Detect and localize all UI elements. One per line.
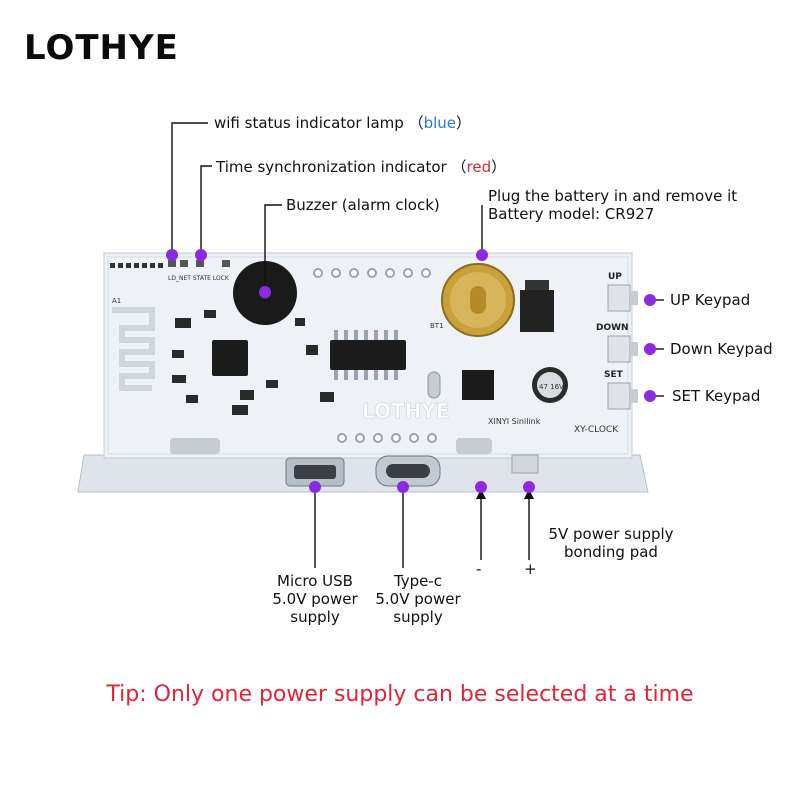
time-sync-leader: [200, 165, 212, 254]
silk-down: DOWN: [596, 323, 629, 333]
label-time-sync: Time synchronization indicator （red）: [216, 158, 506, 176]
board-edge: [77, 454, 649, 493]
label-time-sync-color: red: [466, 158, 492, 176]
mcu-chip: [212, 340, 248, 376]
label-bonding-pad-line2: bonding pad: [564, 543, 658, 561]
label-micro-usb-line2: 5.0V power: [272, 590, 358, 608]
label-time-sync-close: ）: [491, 158, 507, 176]
led-net: [168, 260, 176, 267]
label-type-c-line1: Type-c: [393, 572, 443, 590]
header-pins: [110, 263, 163, 268]
voltage-regulator: [520, 290, 554, 332]
label-plus: +: [524, 560, 537, 578]
brand-logo: LOTHYE: [24, 28, 179, 68]
silk-model: XY-CLOCK: [574, 425, 619, 435]
label-micro-usb: Micro USB 5.0V power supply: [255, 572, 375, 626]
label-type-c-line2: 5.0V power: [375, 590, 461, 608]
label-micro-usb-line3: supply: [290, 608, 340, 626]
label-wifi-open: （: [408, 114, 424, 132]
label-wifi-indicator: wifi status indicator lamp （blue）: [214, 114, 471, 132]
wifi-leader: [171, 122, 208, 254]
silk-led-labels: LD_NET STATE LOCK: [168, 275, 230, 282]
label-time-sync-text: Time synchronization indicator: [216, 158, 447, 176]
driver-chip: [330, 340, 406, 370]
wifi-antenna: [112, 307, 155, 391]
label-wifi-text: wifi status indicator lamp: [214, 114, 404, 132]
label-down-keypad: Down Keypad: [670, 340, 773, 358]
label-type-c: Type-c 5.0V power supply: [358, 572, 478, 626]
keypad-buttons: [607, 284, 638, 410]
callout-markers: [166, 249, 656, 493]
label-battery-line2: Battery model: CR927: [488, 205, 655, 223]
label-wifi-close: ）: [456, 114, 472, 132]
silk-brand: LOTHYE: [362, 399, 450, 423]
label-bonding-pad-line1: 5V power supply: [548, 525, 674, 543]
label-micro-usb-line1: Micro USB: [277, 572, 353, 590]
label-set-keypad: SET Keypad: [672, 387, 761, 405]
label-time-sync-open: （: [451, 158, 467, 176]
label-wifi-color: blue: [423, 114, 457, 132]
silk-bt1: BT1: [430, 322, 444, 330]
silk-up: UP: [608, 272, 622, 282]
label-bonding-pad: 5V power supply bonding pad: [536, 525, 686, 561]
silk-cap: 47 16V: [539, 383, 564, 391]
silk-set: SET: [604, 370, 624, 380]
label-type-c-line3: supply: [393, 608, 443, 626]
label-minus: -: [476, 560, 482, 578]
label-buzzer: Buzzer (alarm clock): [286, 196, 440, 214]
buzzer-leader: [264, 204, 282, 292]
label-up-keypad: UP Keypad: [670, 291, 751, 309]
silk-a1: A1: [112, 297, 121, 305]
label-battery-line1: Plug the battery in and remove it: [488, 187, 738, 205]
tip-text: Tip: Only one power supply can be select…: [106, 682, 694, 707]
rtc-chip: [462, 370, 494, 400]
led-state: [180, 260, 188, 267]
silk-maker: XINYI Sinilink: [488, 417, 541, 426]
led-lock: [196, 260, 204, 267]
